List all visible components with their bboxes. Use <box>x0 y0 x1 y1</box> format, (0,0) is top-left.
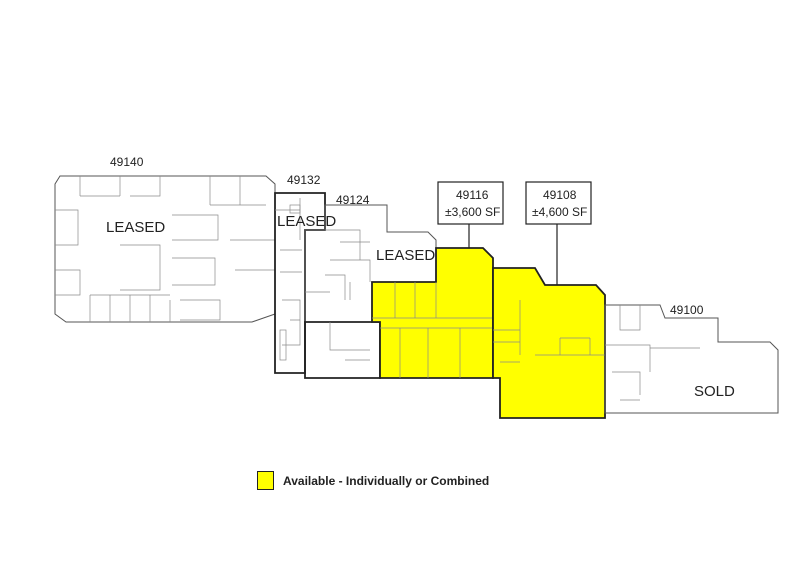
unit-49132-status: LEASED <box>277 213 336 230</box>
legend-label: Available - Individually or Combined <box>283 473 490 488</box>
callout-49116-area: ±3,600 SF <box>445 205 500 219</box>
unit-49140-address: 49140 <box>110 155 144 169</box>
callout-49108-address: 49108 <box>543 188 577 202</box>
unit-49100-address: 49100 <box>670 303 704 317</box>
unit-49108 <box>492 267 606 419</box>
unit-49132-address: 49132 <box>287 173 321 187</box>
unit-49124: 49124 LEASED <box>304 193 437 323</box>
callout-49108-area: ±4,600 SF <box>532 205 587 219</box>
legend-swatch <box>257 471 274 490</box>
unit-49116 <box>371 247 494 379</box>
unit-49124-status: LEASED <box>376 247 435 264</box>
callout-49116-address: 49116 <box>456 188 489 202</box>
unit-49140-status: LEASED <box>106 219 165 236</box>
unit-49124-address: 49124 <box>336 193 370 207</box>
callout-49108: 49108 ±4,600 SF <box>525 181 592 285</box>
unit-49140: 49140 LEASED <box>54 155 276 323</box>
unit-49100-status: SOLD <box>694 383 735 400</box>
unit-49132: 49132 LEASED <box>274 173 336 374</box>
callout-49116: 49116 ±3,600 SF <box>437 181 504 248</box>
unit-49100: 49100 SOLD <box>604 303 779 414</box>
legend: Available - Individually or Combined <box>257 471 489 490</box>
